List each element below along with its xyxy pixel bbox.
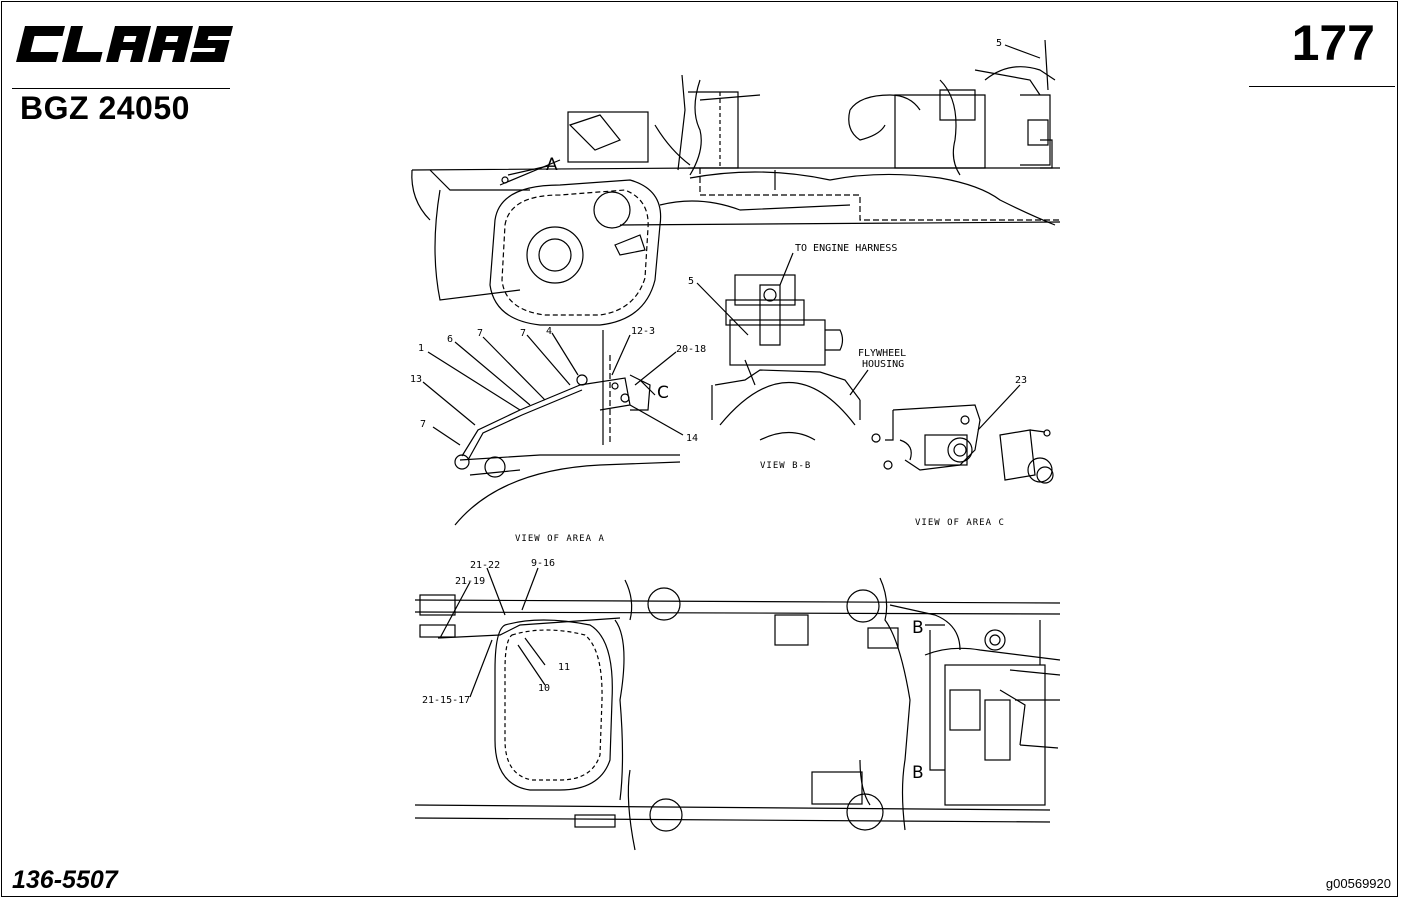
callout-7b: 7 bbox=[520, 328, 526, 339]
section-b-marker-bottom: B bbox=[912, 763, 924, 783]
note-flywheel: FLYWHEEL bbox=[858, 348, 906, 359]
callout-21-22: 21-22 bbox=[470, 560, 500, 571]
callout-23: 23 bbox=[1015, 375, 1027, 386]
callout-5-bb: 5 bbox=[688, 276, 694, 287]
callout-12-3: 12-3 bbox=[631, 326, 655, 337]
callout-21-19: 21-19 bbox=[455, 576, 485, 587]
side-view-drawing bbox=[411, 39, 1061, 326]
note-to-engine-harness: TO ENGINE HARNESS bbox=[795, 243, 897, 254]
part-number: 136-5507 bbox=[12, 866, 118, 894]
callout-10: 10 bbox=[538, 683, 550, 694]
view-area-c-drawing bbox=[871, 384, 1054, 484]
caption-view-area-c: VIEW OF AREA C bbox=[915, 518, 1005, 528]
view-area-a-drawing bbox=[422, 330, 684, 526]
note-housing: HOUSING bbox=[862, 359, 904, 370]
callout-21-15-17: 21-15-17 bbox=[422, 695, 470, 706]
view-bb-drawing bbox=[696, 252, 869, 441]
caption-view-area-a: VIEW OF AREA A bbox=[515, 534, 605, 544]
header-rule-right bbox=[1249, 86, 1395, 87]
document-code: BGZ 24050 bbox=[20, 90, 190, 126]
caption-view-bb: VIEW B-B bbox=[760, 461, 811, 471]
header-rule-left bbox=[12, 88, 230, 89]
callout-11: 11 bbox=[558, 662, 570, 673]
callout-13: 13 bbox=[410, 374, 422, 385]
callout-1: 1 bbox=[418, 343, 424, 354]
callout-4: 4 bbox=[546, 326, 552, 337]
callout-5-top: 5 bbox=[996, 38, 1002, 49]
callout-7a: 7 bbox=[477, 328, 483, 339]
callout-6: 6 bbox=[447, 334, 453, 345]
section-b-marker-top: B bbox=[912, 618, 924, 638]
image-id: g00569920 bbox=[1325, 876, 1391, 891]
claas-logo bbox=[16, 26, 234, 62]
view-a-marker: A bbox=[546, 155, 558, 175]
plan-view-drawing bbox=[414, 567, 1061, 851]
callout-14: 14 bbox=[686, 433, 698, 444]
callout-7c: 7 bbox=[420, 419, 426, 430]
page-number: 177 bbox=[1291, 15, 1375, 71]
callout-20-18: 20-18 bbox=[676, 344, 706, 355]
callout-9-16: 9-16 bbox=[531, 558, 555, 569]
view-c-marker: C bbox=[657, 383, 669, 403]
